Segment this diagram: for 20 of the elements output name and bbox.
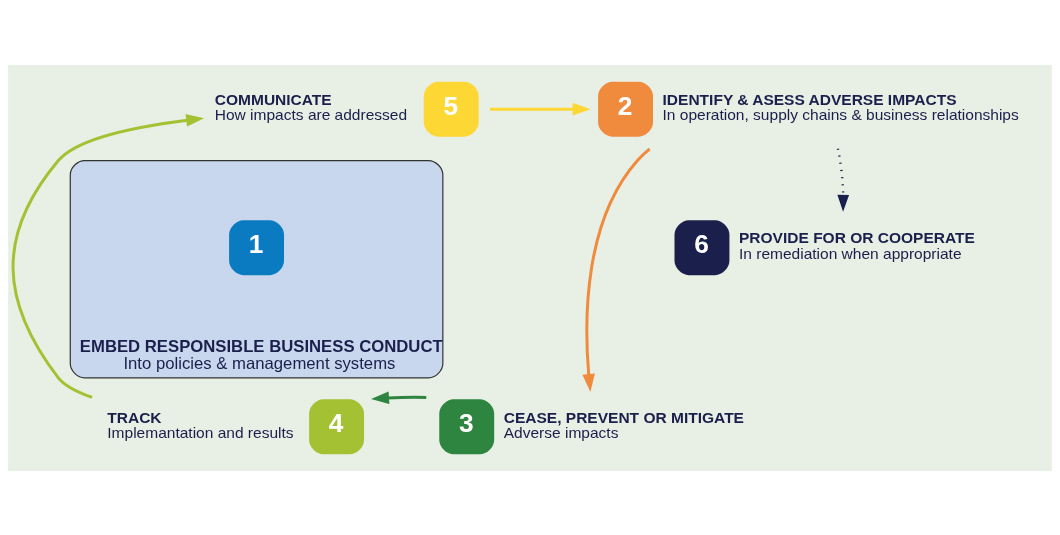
arrow <box>11 113 205 399</box>
node-label: In operation, supply chains & business relationships <box>662 105 1019 123</box>
node-label: How impacts are addressed <box>214 105 408 123</box>
arrow <box>836 147 850 212</box>
node-label: In remediation when appropriate <box>738 244 962 262</box>
node-label: Implemantation and results <box>107 423 294 441</box>
node-box: 5 <box>423 81 479 137</box>
node-label: COMMUNICATE <box>214 90 332 108</box>
node-box: 2 <box>598 81 653 137</box>
arrow <box>582 147 651 392</box>
node-box: 4 <box>309 398 365 454</box>
node-label: TRACK <box>107 408 162 426</box>
node-label: CEASE, PREVENT OR MITIGATE <box>503 408 744 426</box>
arrow <box>371 391 427 404</box>
node-box: 6 <box>674 219 730 275</box>
node-label: IDENTIFY & ASESS ADVERSE IMPACTS <box>662 90 957 108</box>
node-label: PROVIDE FOR OR COOPERATE <box>738 228 975 246</box>
node-box: 1 <box>229 219 284 275</box>
arrow <box>490 102 591 115</box>
node-box: 3 <box>439 398 495 454</box>
